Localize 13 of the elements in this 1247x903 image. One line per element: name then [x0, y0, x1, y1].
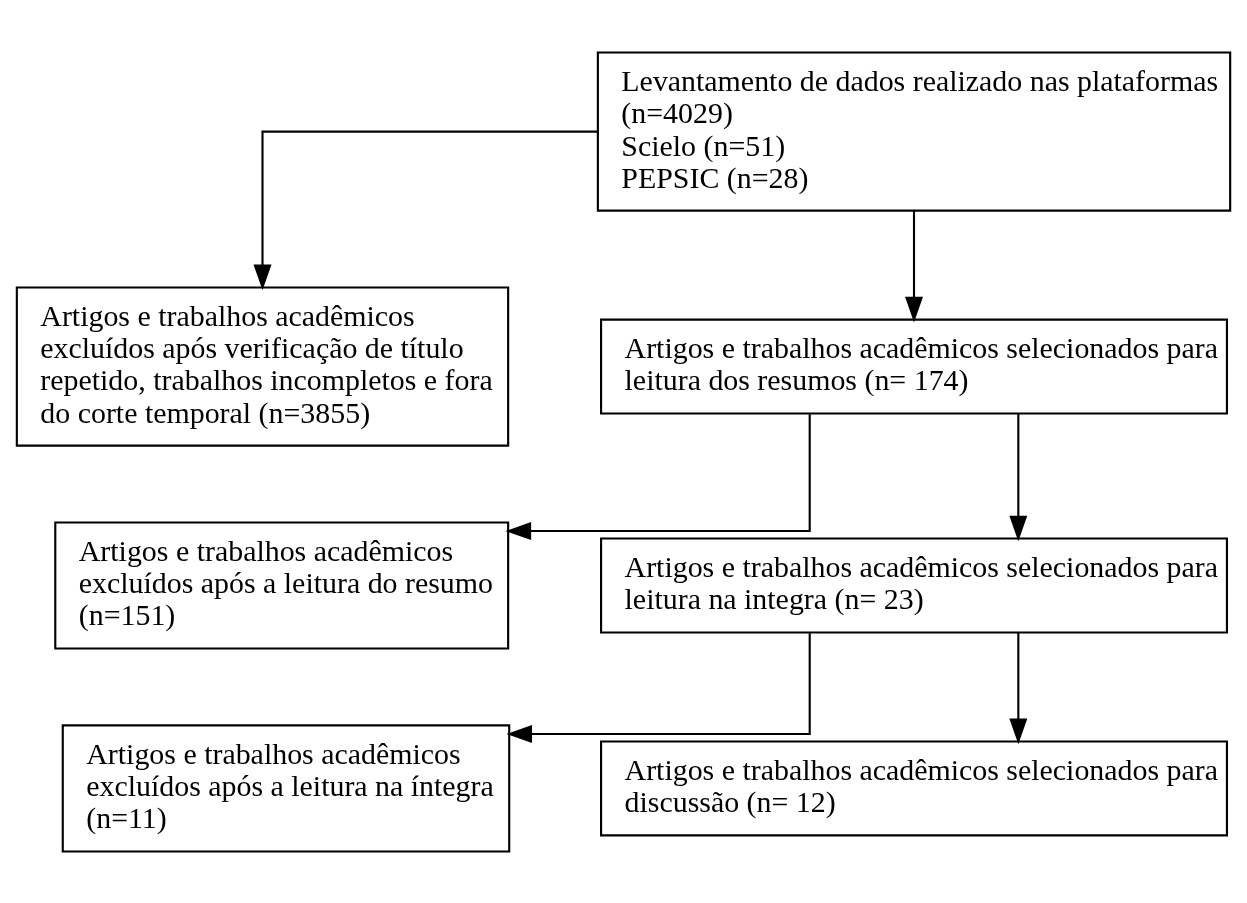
node-box: Artigos e trabalhos acadêmicos selecionados para discussão (n= 12): [600, 739, 1229, 836]
arrow: [905, 210, 923, 323]
node-box: Artigos e trabalhos acadêmicos excluídos após verificação de título repetido, trabalhos incompletos e fora do corte temporal (n=3855): [15, 285, 510, 447]
arrow: [506, 632, 811, 743]
node-box: Artigos e trabalhos acadêmicos excluídos após a leitura do resumo (n=151): [54, 520, 510, 650]
node-box: Artigos e trabalhos acadêmicos selecionados para leitura dos resumos (n= 174): [600, 318, 1229, 415]
arrow: [1009, 632, 1028, 744]
node-box: Levantamento de dados realizado nas plataformas (n=4029) Scielo (n=51) PEPSIC (n=28): [596, 50, 1232, 212]
node-box: Artigos e trabalhos acadêmicos selecionados para leitura na integra (n= 23): [600, 536, 1229, 634]
arrow: [1009, 413, 1028, 541]
arrow: [505, 413, 811, 540]
node-box: Artigos e trabalhos acadêmicos excluídos após a leitura na íntegra (n=11): [61, 723, 511, 853]
arrow: [253, 130, 598, 290]
